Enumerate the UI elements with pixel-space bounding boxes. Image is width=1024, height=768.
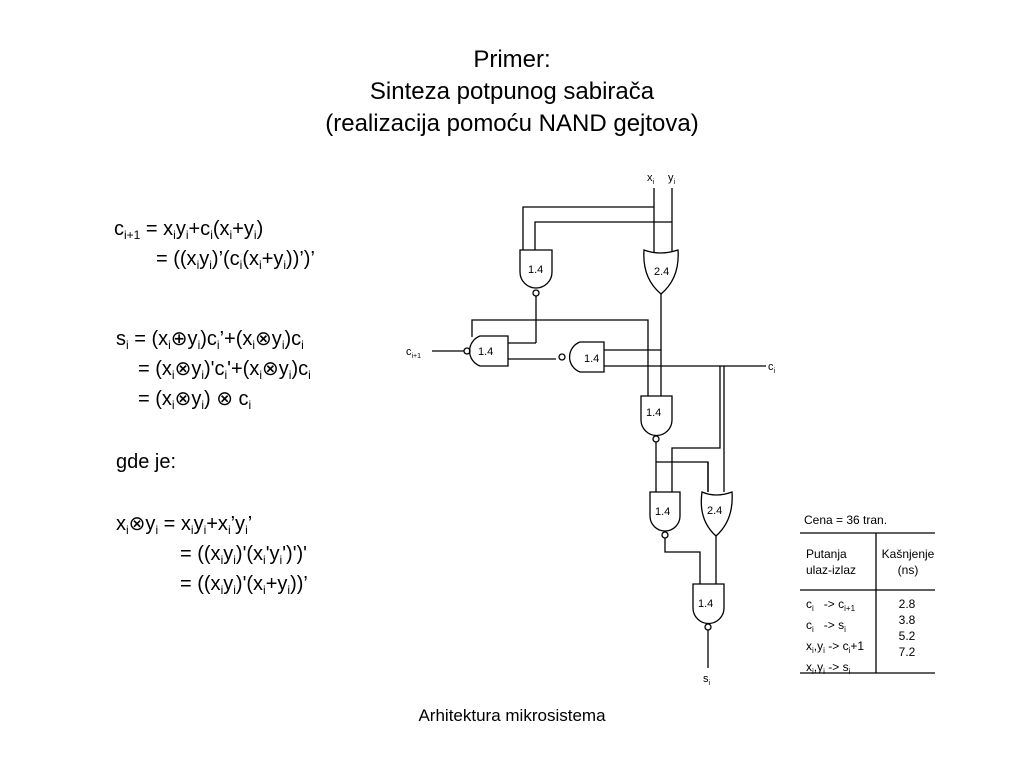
gate-delay-label: 2.4: [654, 266, 669, 278]
cost-label: Cena = 36 tran.: [804, 513, 888, 527]
xnor-equation-line-1: xi⊗yi = xiyi+xi’yi’: [116, 513, 253, 537]
xi-label: xi: [647, 172, 655, 186]
gate-delay-label: 1.4: [528, 264, 543, 276]
path-row: ci -> ci+1: [806, 597, 856, 613]
carry-out-label: ci+1: [406, 346, 421, 360]
page-title: Primer: Sinteza potpunog sabirača (reali…: [0, 44, 1024, 140]
gate-delay-label: 1.4: [478, 346, 493, 358]
nand-gate-center: [640, 395, 673, 437]
path-list: ci -> ci+1 ci -> si xi,yi -> ci+1 xi,yi …: [806, 596, 864, 680]
carry-equation-line-2: = ((xiyi)’(ci(xi+yi))’)’: [156, 248, 315, 272]
or-gate-lower: [700, 491, 733, 537]
nand-center-bubble: [652, 435, 660, 443]
delay-list: 2.8 3.8 5.2 7.2: [890, 596, 924, 660]
title-line-3: (realizacija pomoću NAND gejtova): [325, 110, 699, 137]
delay-value: 7.2: [898, 645, 916, 659]
sum-equation-line-3: = (xi⊗yi) ⊗ ci: [138, 388, 252, 412]
carry-equation-line-1: ci+1 = xiyi+ci(xi+yi): [114, 218, 264, 242]
yi-label: yi: [668, 172, 676, 186]
footer-label: Arhitektura mikrosistema: [418, 706, 606, 725]
delay-header: Kašnjenje (ns): [881, 547, 935, 577]
path-row: xi,yi -> si: [806, 660, 851, 676]
nand-gate-top: [519, 249, 553, 289]
nand-middle-bubble: [558, 353, 566, 361]
ci-label: ci: [768, 361, 776, 375]
sum-equation-line-1: si = (xi⊕yi)ci’+(xi⊗yi)ci: [116, 328, 304, 352]
sum-equation-line-2: = (xi⊗yi)'ci'+(xi⊗yi)ci: [138, 358, 311, 382]
path-header: Putanja ulaz-izlaz: [806, 547, 857, 577]
delay-value: 5.2: [898, 629, 916, 643]
nand-bottom-bubble: [704, 623, 712, 631]
nand-lower-bubble: [661, 531, 669, 539]
gate-delay-label: 2.4: [707, 505, 722, 517]
path-row: ci -> si: [806, 618, 846, 634]
gate-delay-label: 1.4: [655, 506, 670, 518]
title-line-2: Sinteza potpunog sabirača: [369, 78, 655, 105]
delay-value: 2.8: [898, 597, 916, 611]
nand-gate-middle: [568, 341, 605, 373]
nand-gate-lower: [649, 491, 681, 532]
or-gate-top: [643, 249, 679, 295]
nand-gate-bottom: [692, 583, 725, 625]
delay-value: 3.8: [898, 613, 916, 627]
xnor-equation-line-3: = ((xiyi)'(xi+yi))’: [180, 573, 308, 597]
si-label: si: [703, 673, 711, 687]
title-line-1: Primer:: [473, 46, 551, 73]
gate-delay-label: 1.4: [698, 598, 713, 610]
where-label: gde je:: [116, 451, 177, 473]
gate-delay-label: 1.4: [584, 353, 599, 365]
gate-delay-label: 1.4: [646, 407, 661, 419]
xnor-equation-line-2: = ((xiyi)'(xi'yi')')': [180, 543, 307, 567]
nand-top-bubble: [532, 289, 540, 297]
path-row: xi,yi -> ci+1: [806, 639, 865, 655]
